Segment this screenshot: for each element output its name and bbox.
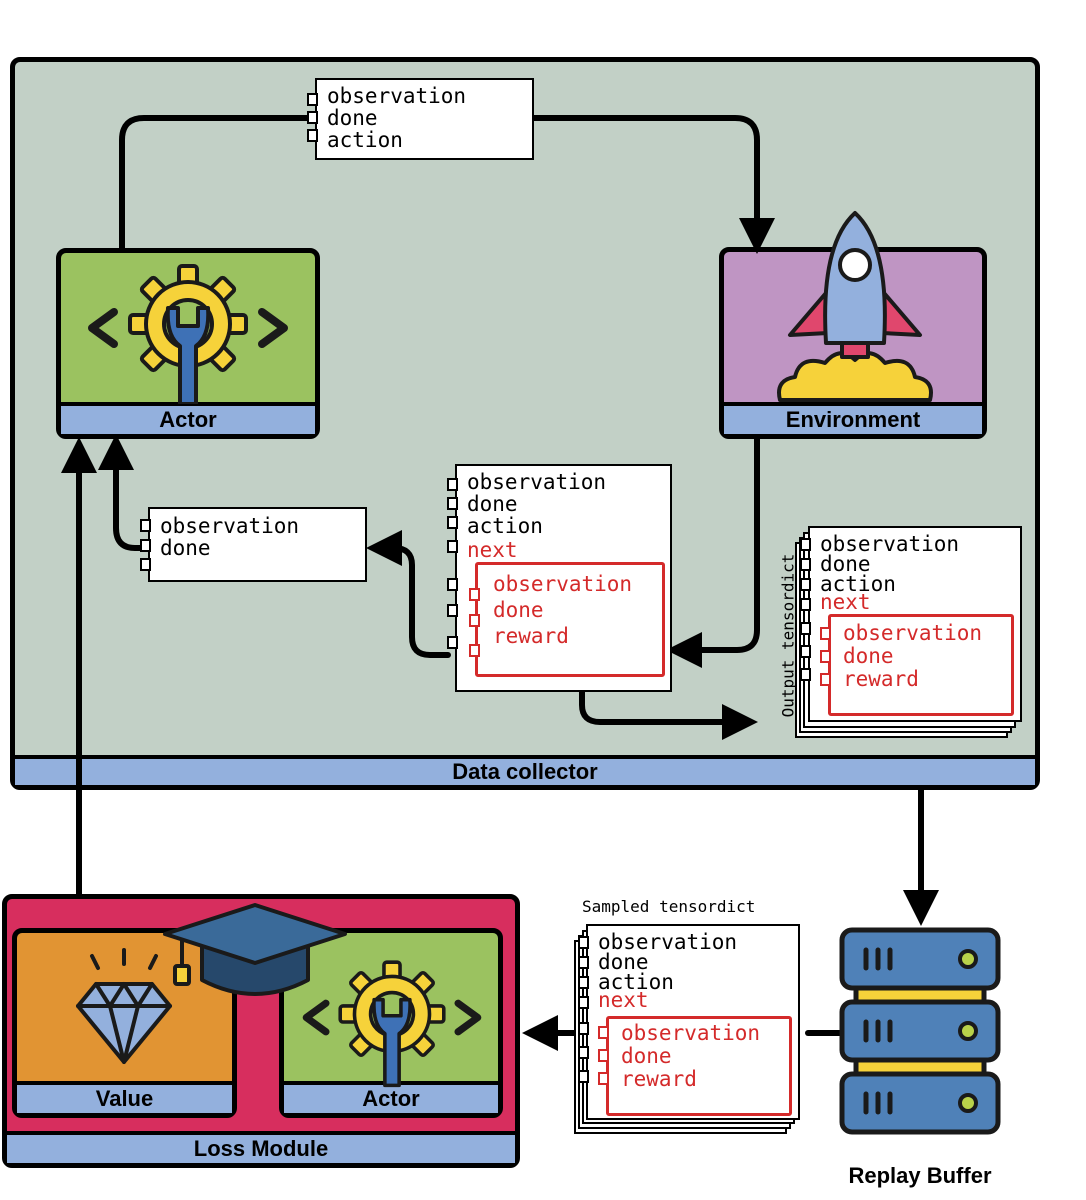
- key-handle: [447, 516, 458, 529]
- key-handle: [598, 1026, 609, 1039]
- td-key: done: [820, 552, 871, 576]
- graduation-cap-icon: [163, 903, 347, 996]
- key-handle: [578, 1046, 589, 1059]
- rocket-icon: [777, 211, 933, 402]
- key-handle: [800, 558, 811, 571]
- td-nested-key: observation: [493, 572, 633, 596]
- key-handle: [307, 111, 318, 124]
- tensordict-output: observation done action next observation…: [808, 526, 1022, 722]
- data-collector-label: Data collector: [15, 755, 1035, 785]
- td-nested-key: reward: [843, 667, 919, 691]
- replay-buffer-label: Replay Buffer: [848, 1163, 992, 1188]
- key-handle: [578, 996, 589, 1009]
- td-next-subdict: observation done reward: [828, 614, 1014, 716]
- key-handle: [578, 936, 589, 949]
- key-handle: [578, 976, 589, 989]
- tensordict-sampled: observation done action next observation…: [586, 924, 800, 1120]
- td-key: observation: [598, 930, 738, 954]
- actor-label: Actor: [61, 402, 315, 434]
- td-key: done: [327, 106, 378, 130]
- key-handle: [800, 538, 811, 551]
- key-handle: [469, 644, 480, 657]
- key-handle: [800, 668, 811, 681]
- key-handle: [598, 1049, 609, 1062]
- key-handle: [820, 627, 831, 640]
- diamond-icon: [76, 948, 172, 1064]
- tensordict-policy-output: observation done action: [315, 78, 534, 160]
- sampled-tensordict-label: Sampled tensordict: [582, 897, 756, 916]
- loss-module-label: Loss Module: [7, 1131, 515, 1163]
- key-handle: [447, 540, 458, 553]
- key-handle: [307, 93, 318, 106]
- key-handle: [578, 1022, 589, 1035]
- td-key: done: [598, 950, 649, 974]
- key-handle: [800, 645, 811, 658]
- value-label: Value: [17, 1081, 232, 1113]
- key-handle: [307, 129, 318, 142]
- td-key: action: [467, 514, 543, 538]
- environment-label: Environment: [724, 402, 982, 434]
- key-handle: [598, 1072, 609, 1085]
- td-nested-key: observation: [621, 1021, 761, 1045]
- td-next-subdict: observation done reward: [475, 562, 665, 677]
- td-nested-key: reward: [621, 1067, 697, 1091]
- td-key: observation: [467, 470, 607, 494]
- key-handle: [140, 558, 151, 571]
- key-handle: [140, 519, 151, 532]
- key-handle: [447, 604, 458, 617]
- gear-wrench-icon: [88, 264, 288, 404]
- key-handle: [800, 598, 811, 611]
- td-nested-key: reward: [493, 624, 569, 648]
- td-nested-key: observation: [843, 621, 983, 645]
- key-handle: [447, 497, 458, 510]
- key-handle: [447, 478, 458, 491]
- td-key: action: [327, 128, 403, 152]
- td-key: observation: [160, 514, 300, 538]
- td-nested-key: done: [843, 644, 894, 668]
- td-key: done: [467, 492, 518, 516]
- td-key: action: [598, 970, 674, 994]
- key-handle: [140, 539, 151, 552]
- key-handle: [578, 956, 589, 969]
- td-next-key: next: [467, 538, 518, 562]
- key-handle: [447, 578, 458, 591]
- td-next-key: next: [598, 988, 649, 1012]
- key-handle: [469, 588, 480, 601]
- key-handle: [820, 650, 831, 663]
- key-handle: [469, 614, 480, 627]
- td-key: observation: [820, 532, 960, 556]
- td-key: action: [820, 572, 896, 596]
- key-handle: [800, 622, 811, 635]
- td-key: done: [160, 536, 211, 560]
- td-next-subdict: observation done reward: [606, 1016, 792, 1116]
- key-handle: [800, 578, 811, 591]
- key-handle: [820, 673, 831, 686]
- td-nested-key: done: [493, 598, 544, 622]
- td-key: observation: [327, 84, 467, 108]
- gear-wrench-icon: [302, 960, 482, 1088]
- key-handle: [578, 1070, 589, 1083]
- server-icon: [839, 927, 1001, 1135]
- tensordict-step-output: observation done action next observation…: [455, 464, 672, 692]
- td-nested-key: done: [621, 1044, 672, 1068]
- td-next-key: next: [820, 590, 871, 614]
- key-handle: [447, 636, 458, 649]
- tensordict-policy-input: observation done: [148, 507, 367, 582]
